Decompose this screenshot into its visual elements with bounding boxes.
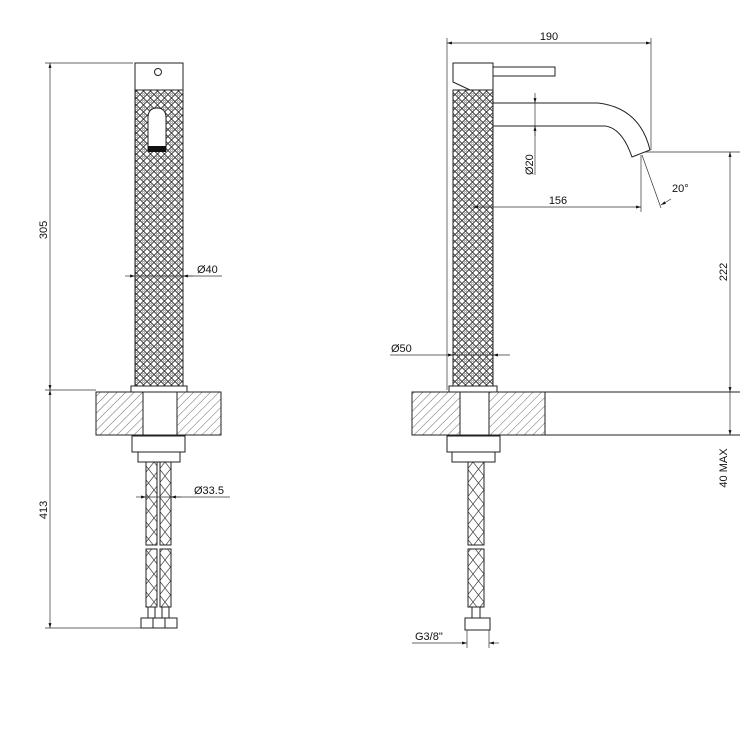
dim-222-label: 222 bbox=[718, 263, 730, 281]
dim-base-diameter-label: Ø50 bbox=[391, 343, 412, 355]
front-flange bbox=[130, 385, 188, 393]
dim-angle-label: 20° bbox=[672, 183, 689, 195]
front-hose-fittings bbox=[140, 617, 178, 629]
dim-hose-diameter-label: Ø33.5 bbox=[194, 485, 224, 497]
front-outlet bbox=[147, 107, 167, 151]
front-view: 305 413 Ø40 Ø33.5 bbox=[38, 62, 230, 629]
side-fixing-nut bbox=[446, 435, 501, 453]
dim-156-label: 156 bbox=[549, 195, 567, 207]
side-counter-left bbox=[411, 391, 461, 436]
dim-305-label: 305 bbox=[38, 221, 50, 239]
dim-413-label: 413 bbox=[38, 501, 50, 519]
front-hose-left bbox=[145, 461, 158, 546]
dim-spout-diameter-label: Ø20 bbox=[524, 154, 536, 175]
side-hose-fitting bbox=[464, 617, 491, 631]
front-hose-right bbox=[159, 461, 172, 546]
side-cap bbox=[452, 62, 494, 91]
front-cap bbox=[134, 62, 184, 91]
side-view: 190 Ø20 156 20° 222 40 MAX Ø50 G3/8" bbox=[390, 31, 740, 648]
side-lever-handle bbox=[492, 66, 556, 77]
side-knurled-body bbox=[452, 89, 494, 388]
front-fixing-nut bbox=[131, 435, 186, 453]
dim-40max-label: 40 MAX bbox=[718, 448, 730, 488]
front-counter-left bbox=[95, 391, 144, 436]
front-cap-hole bbox=[154, 68, 162, 76]
front-aerator bbox=[148, 146, 166, 152]
side-spout bbox=[492, 102, 651, 158]
side-hose bbox=[467, 461, 485, 546]
front-counter-right bbox=[176, 391, 222, 436]
dim-190-label: 190 bbox=[540, 31, 558, 43]
side-counter-right bbox=[488, 391, 546, 436]
dim-thread-label: G3/8" bbox=[415, 631, 443, 643]
dim-body-diameter-label: Ø40 bbox=[197, 264, 218, 276]
